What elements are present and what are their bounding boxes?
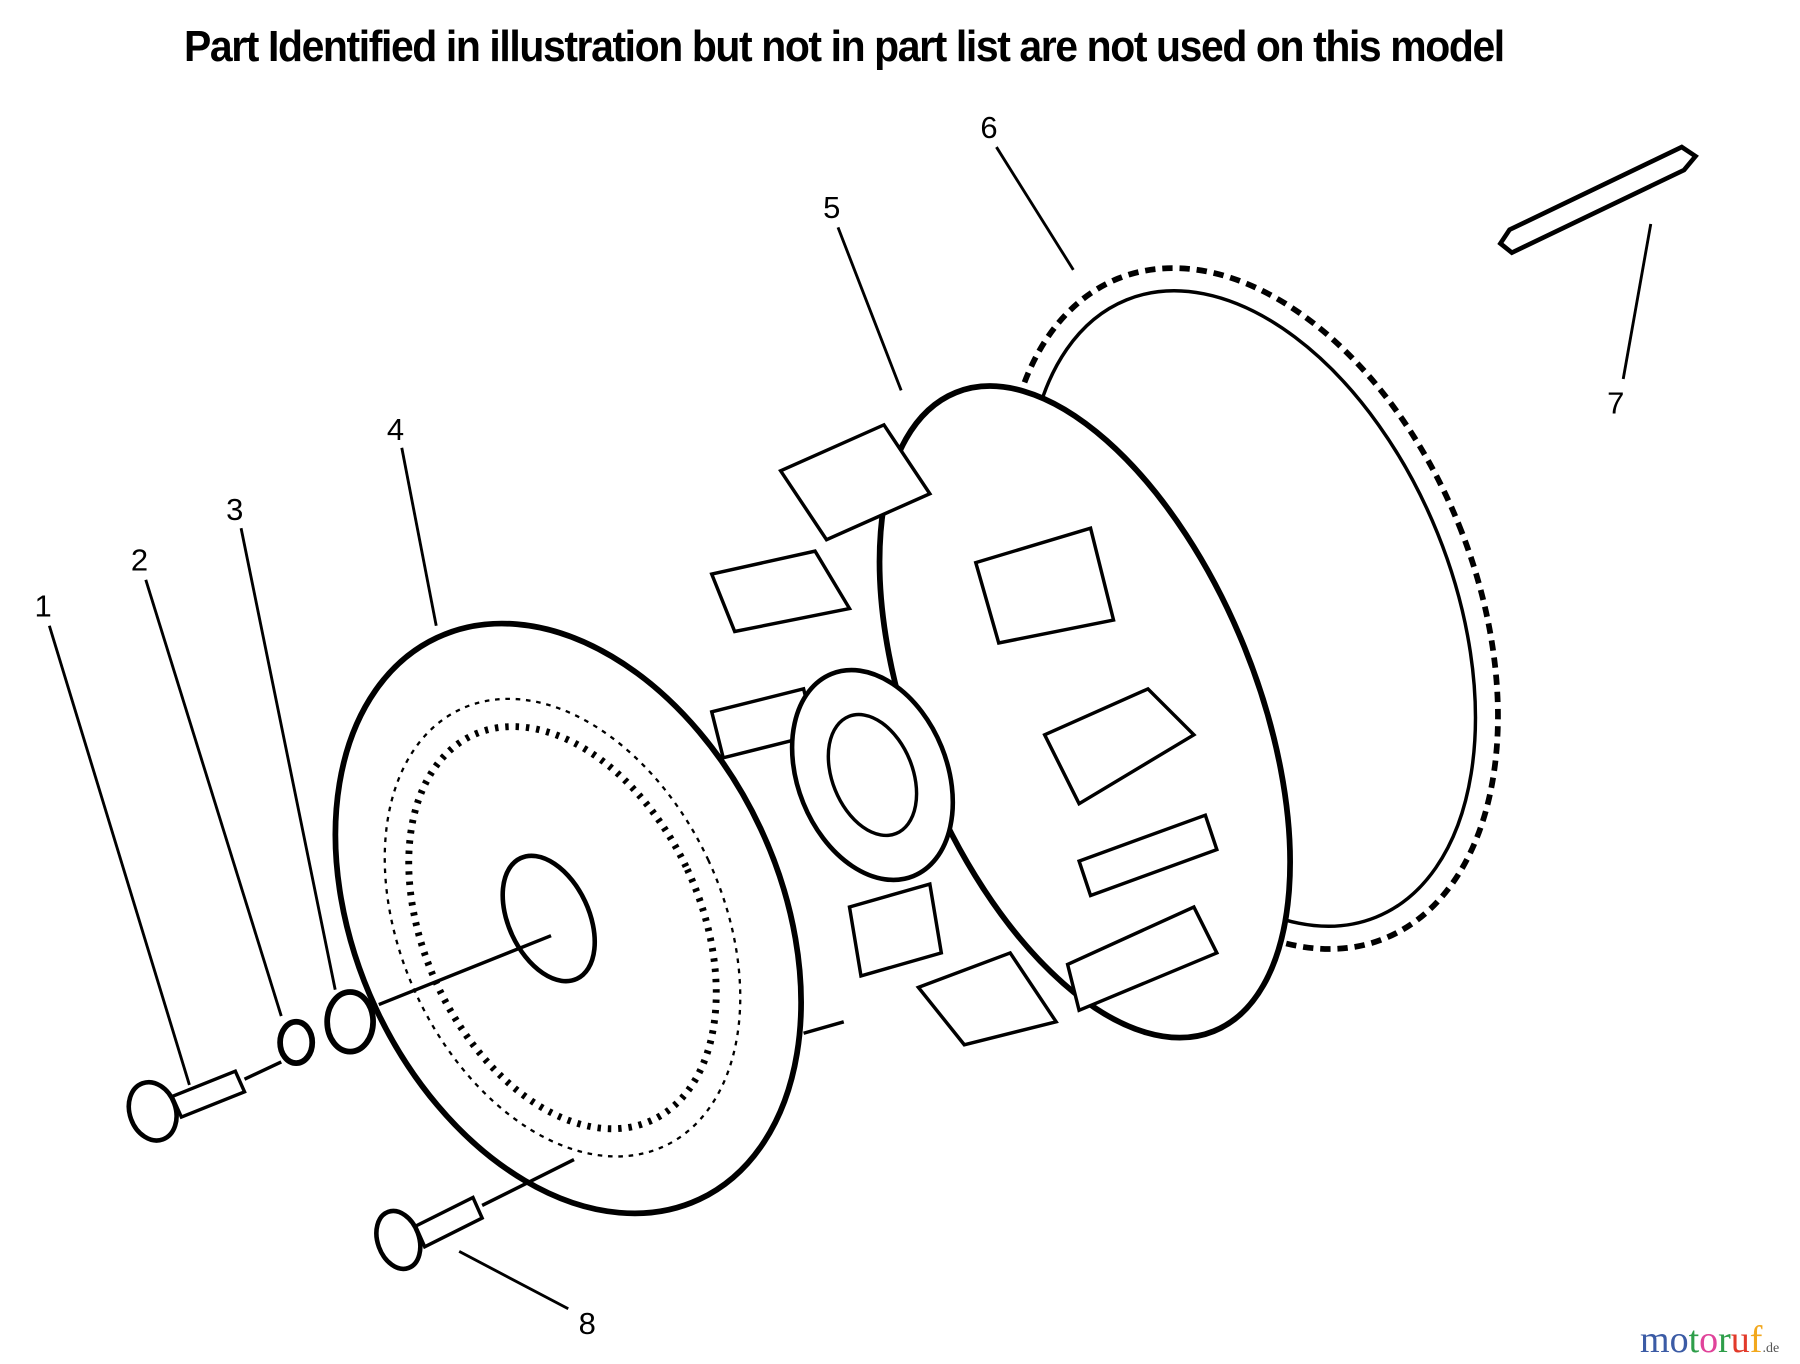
fan-plate <box>332 620 845 1217</box>
watermark-letter: f <box>1749 1319 1763 1361</box>
callout-8: 8 <box>579 1306 596 1341</box>
callout-3: 3 <box>226 492 243 527</box>
watermark-letter: m <box>1640 1319 1670 1361</box>
bolt <box>126 1060 282 1143</box>
screw <box>374 1158 575 1272</box>
watermark-letter: o <box>1699 1319 1719 1361</box>
watermark-suffix: .de <box>1762 1341 1780 1356</box>
watermark-logo: motoruf.de <box>1640 1318 1779 1362</box>
watermark-letter: t <box>1688 1319 1700 1361</box>
leader-lines <box>47 146 1653 1311</box>
watermark-letter: o <box>1669 1319 1689 1361</box>
diagram-note: Part Identified in illustration but not … <box>184 22 1505 71</box>
callout-2: 2 <box>131 543 148 578</box>
callout-1: 1 <box>34 589 51 624</box>
flywheel-fan <box>709 383 1293 1047</box>
callout-7: 7 <box>1607 385 1624 420</box>
lock-washer <box>277 1018 316 1066</box>
watermark-letter: u <box>1730 1319 1750 1361</box>
watermark-letter: r <box>1718 1319 1731 1361</box>
callout-6: 6 <box>980 110 997 145</box>
callout-4: 4 <box>387 412 404 447</box>
callout-5: 5 <box>823 190 840 225</box>
flywheel-key <box>1497 144 1699 256</box>
washer <box>324 989 376 1055</box>
